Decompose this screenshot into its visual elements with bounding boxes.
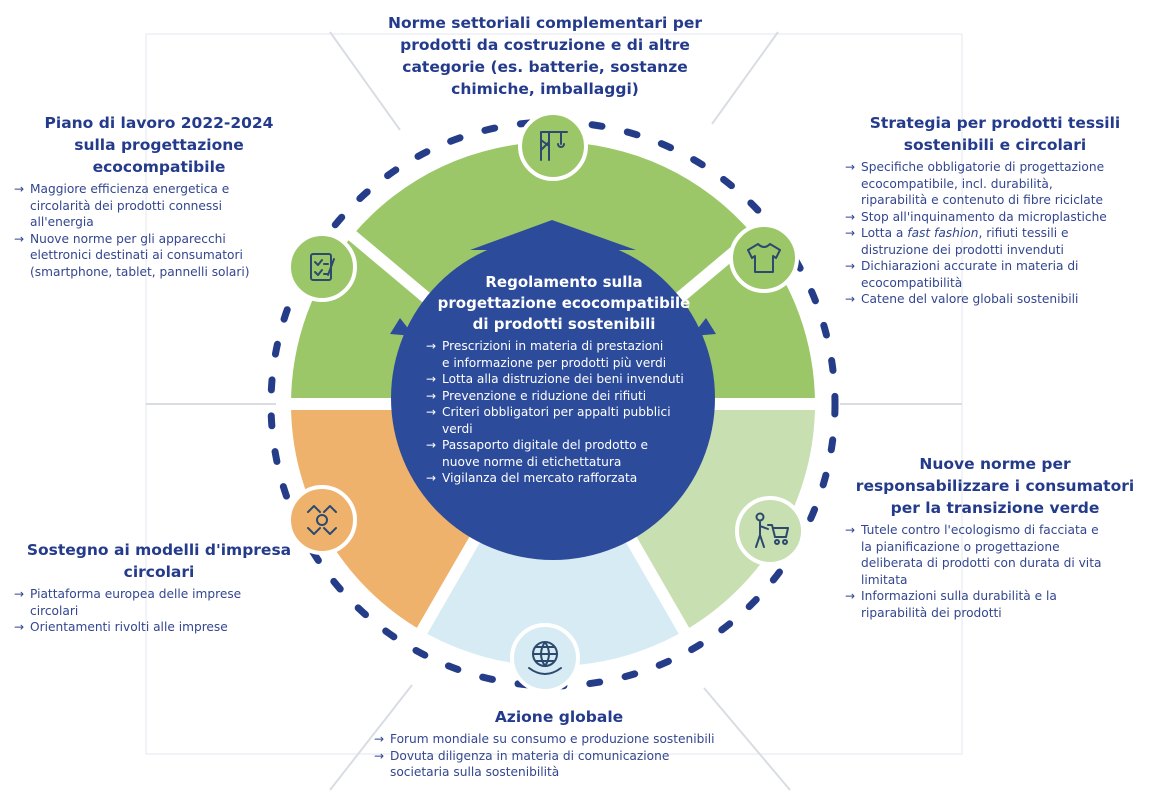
consumer-empowerment-list: Tutele contro l'ecologismo di facciata e… xyxy=(845,522,1145,621)
icon-circle xyxy=(287,485,357,555)
radial-line xyxy=(329,31,401,131)
list-item: Passaporto digitale del prodotto enuove … xyxy=(426,437,714,470)
global-action-title: Azione globale xyxy=(374,706,744,728)
title-line: per la transizione verde xyxy=(890,499,1100,517)
crane-icon xyxy=(518,111,588,181)
list-item: Tutele contro l'ecologismo di facciata e… xyxy=(845,522,1145,588)
hands-center xyxy=(316,514,328,526)
circular-business-block: Sostegno ai modelli d'impresa circolari … xyxy=(14,539,304,636)
title-line: circolari xyxy=(123,563,195,581)
checklist-shape xyxy=(314,258,335,276)
hands-shape xyxy=(307,505,337,535)
consumer-empowerment-title: Nuove norme per responsabilizzare i cons… xyxy=(845,453,1145,519)
title-line: Nuove norme per xyxy=(919,455,1071,473)
hands-circle-icon xyxy=(287,485,357,555)
icon-circles xyxy=(287,111,805,693)
list-item: Orientamenti rivolti alle imprese xyxy=(14,619,304,636)
radial-line xyxy=(711,31,779,125)
title-line: Norme settoriali complementari per xyxy=(387,14,703,32)
complementary-sector-rules-title: Norme settoriali complementari per prodo… xyxy=(360,12,730,100)
radial-line xyxy=(329,684,413,791)
central-regulation-block: Regolamento sulla progettazione ecocompa… xyxy=(414,272,714,487)
person-shopping-cart-icon xyxy=(735,496,805,566)
list-item: Prevenzione e riduzione dei rifiuti xyxy=(426,388,714,405)
title-line: progettazione ecocompatibile xyxy=(437,294,691,312)
title-line: Azione globale xyxy=(494,708,624,726)
list-item: Maggiore efficienza energetica ecircolar… xyxy=(14,181,304,231)
icon-circle xyxy=(518,111,588,181)
segment-separator xyxy=(415,522,489,636)
title-line: Strategia per prodotti tessili xyxy=(869,114,1121,132)
list-item: Catene del valore globali sostenibili xyxy=(845,291,1145,308)
segment-global-action xyxy=(422,526,684,666)
list-item: Criteri obbligatori per appalti pubblici… xyxy=(426,404,714,437)
textile-strategy-block: Strategia per prodotti tessili sostenibi… xyxy=(845,112,1145,308)
globe-hand-icon xyxy=(510,623,580,693)
tshirt-icon xyxy=(729,223,799,293)
icon-circle xyxy=(729,223,799,293)
list-item: Vigilanza del mercato rafforzata xyxy=(426,470,714,487)
list-item: Lotta alla distruzione dei beni invendut… xyxy=(426,371,714,388)
person-head xyxy=(755,512,765,522)
central-pointer-left xyxy=(390,318,414,336)
segment-circular-business xyxy=(291,404,482,631)
title-line: categorie (es. batterie, sostanze xyxy=(402,58,688,76)
central-regulation-title: Regolamento sulla progettazione ecocompa… xyxy=(414,272,714,335)
work-plan-list: Maggiore efficienza energetica ecircolar… xyxy=(14,181,304,280)
icon-circle xyxy=(735,496,805,566)
list-item: Piattaforma europea delle impresecircola… xyxy=(14,586,304,619)
global-action-block: Azione globale Forum mondiale su consumo… xyxy=(374,706,764,781)
list-item: Stop all'inquinamento da microplastiche xyxy=(845,209,1145,226)
segment-separator xyxy=(617,522,691,636)
complementary-sector-rules-block: Norme settoriali complementari per prodo… xyxy=(360,12,730,103)
cart-shape xyxy=(755,521,789,548)
title-line: ecocompatibile xyxy=(92,158,226,176)
title-line: chimiche, imballaggi) xyxy=(451,80,639,98)
work-plan-block: Piano di lavoro 2022-2024 sulla progetta… xyxy=(14,112,304,280)
icon-circle xyxy=(510,623,580,693)
textile-strategy-title: Strategia per prodotti tessili sostenibi… xyxy=(845,112,1145,156)
global-action-list: Forum mondiale su consumo e produzione s… xyxy=(374,731,764,781)
crane-shape xyxy=(540,131,568,161)
list-item: Dichiarazioni accurate in materia diecoc… xyxy=(845,258,1145,291)
list-item: Nuove norme per gli apparecchielettronic… xyxy=(14,231,304,281)
title-line: Regolamento sulla xyxy=(485,273,643,291)
segment-consumer-empowerment xyxy=(624,404,815,631)
cart-wheel xyxy=(782,539,788,545)
title-line: Sostegno ai modelli d'impresa xyxy=(26,541,292,559)
consumer-empowerment-block: Nuove norme per responsabilizzare i cons… xyxy=(845,453,1145,621)
title-line: sostenibili e circolari xyxy=(903,136,1087,154)
central-regulation-list: Prescrizioni in materia di prestazionie … xyxy=(426,338,714,487)
list-item: Specifiche obbligatorie di progettazione… xyxy=(845,159,1145,209)
title-line: sulla progettazione xyxy=(74,136,244,154)
list-item: Lotta a fast fashion, rifiuti tessili ed… xyxy=(845,225,1145,258)
title-line: prodotti da costruzione e di altre xyxy=(400,36,690,54)
tshirt-shape xyxy=(747,243,781,273)
title-line: di prodotti sostenibili xyxy=(472,315,656,333)
title-line: Piano di lavoro 2022-2024 xyxy=(44,114,274,132)
circular-business-title: Sostegno ai modelli d'impresa circolari xyxy=(14,539,304,583)
globe-lines xyxy=(528,641,562,675)
work-plan-title: Piano di lavoro 2022-2024 sulla progetta… xyxy=(14,112,304,178)
list-item: Dovuta diligenza in materia di comunicaz… xyxy=(374,748,764,781)
list-item: Forum mondiale su consumo e produzione s… xyxy=(374,731,764,748)
list-item: Prescrizioni in materia di prestazionie … xyxy=(426,338,714,371)
central-pointer xyxy=(470,220,636,250)
central-pointer-right xyxy=(692,318,716,336)
textile-strategy-list: Specifiche obbligatorie di progettazione… xyxy=(845,159,1145,308)
cart-wheel xyxy=(774,539,780,545)
list-item: Informazioni sulla durabilità e laripara… xyxy=(845,588,1145,621)
circular-business-list: Piattaforma europea delle impresecircola… xyxy=(14,586,304,636)
title-line: responsabilizzare i consumatori xyxy=(855,477,1135,495)
